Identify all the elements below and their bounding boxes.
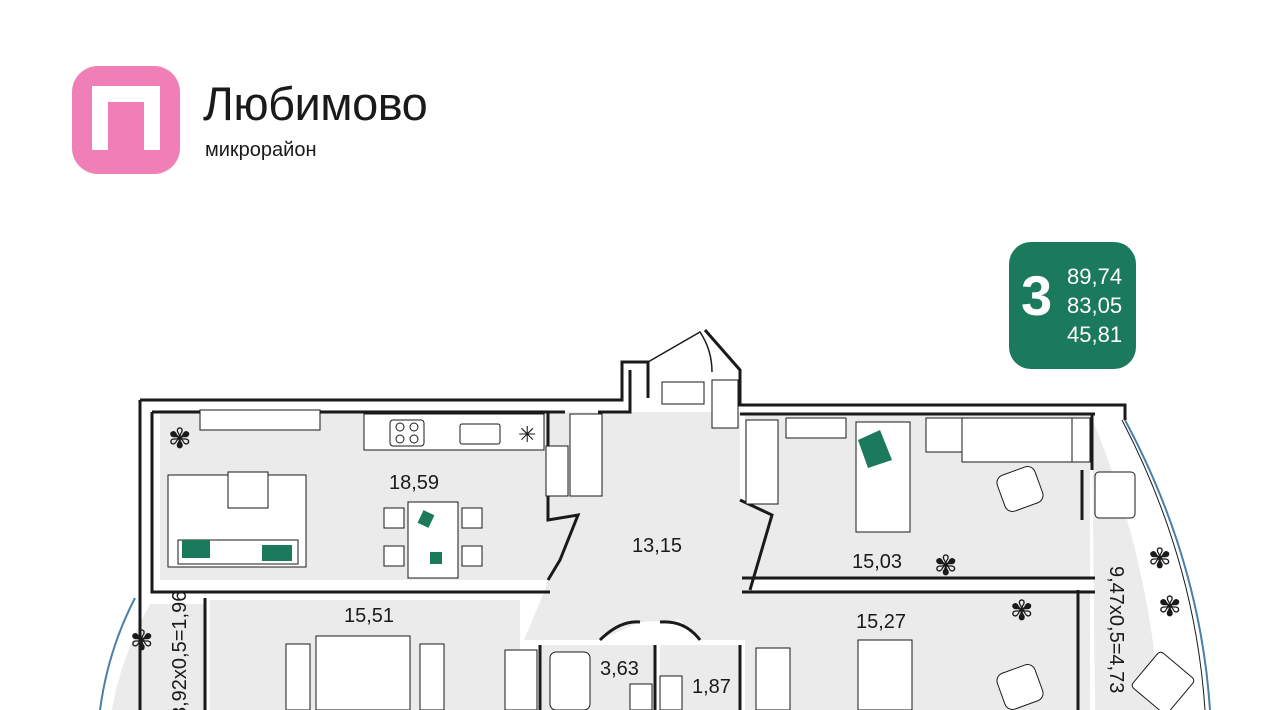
room-area-living-bottom: 15,51 — [344, 605, 394, 627]
bookshelf-icon — [785, 417, 847, 439]
entrance-door — [647, 330, 713, 373]
stove-icon — [389, 419, 425, 447]
wardrobe-icon — [569, 413, 603, 497]
balcony-chair-icon — [1131, 651, 1195, 710]
nightstand-icon — [925, 417, 963, 453]
sink-icon — [629, 683, 653, 710]
wardrobe-icon — [504, 649, 538, 710]
plant-icon: ✾ — [1010, 595, 1033, 626]
brand-name: Любимово — [203, 77, 428, 130]
sink-icon — [459, 423, 501, 445]
pillow-icon — [182, 540, 210, 558]
room-area-bedroom-top: 15,03 — [852, 551, 902, 573]
slippers-icon — [661, 381, 705, 405]
living-area: 83,05 — [1067, 293, 1123, 318]
total-area: 89,74 — [1067, 264, 1123, 289]
balcony-left-floor — [112, 604, 205, 710]
shoe-rack-icon — [711, 379, 739, 429]
toilet-icon — [659, 675, 683, 710]
armchair-icon — [996, 664, 1044, 710]
plant-icon: ✾ — [1158, 591, 1181, 622]
armchair-icon — [227, 471, 269, 509]
wardrobe-icon — [755, 647, 791, 710]
room-area-bathroom: 3,63 — [600, 658, 639, 680]
balcony-chair-icon — [1094, 471, 1136, 519]
wardrobe-icon — [745, 419, 779, 505]
balcony-left-area: 3,92x0,5=1,96 — [169, 591, 191, 710]
room-area: 45,81 — [1067, 322, 1123, 347]
desk-icon — [961, 417, 1075, 463]
letter-l-logo-icon — [92, 86, 160, 150]
bed-icon — [315, 635, 411, 710]
apartment-badge: 3 89,74 83,05 45,81 — [1009, 242, 1136, 369]
bed-icon — [857, 639, 913, 710]
plant-icon: ✾ — [130, 625, 153, 656]
brand-logo — [72, 66, 180, 174]
plant-icon: ✾ — [934, 550, 957, 581]
plant-icon: ✾ — [1148, 543, 1171, 574]
walls — [138, 329, 1127, 710]
room-count: 3 — [1021, 264, 1053, 327]
plant-icon: ✾ — [168, 423, 191, 454]
room-area-hall: 13,15 — [632, 535, 682, 557]
brand-subtitle: микрорайон — [205, 139, 317, 161]
area-list: 89,74 83,05 45,81 — [1067, 262, 1122, 349]
balcony-right-edge — [1121, 419, 1206, 710]
room-area-kitchen: 18,59 — [389, 472, 439, 494]
snowflake-icon: ✳ — [518, 422, 536, 447]
room-area-wc: 1,87 — [692, 676, 731, 698]
room-area-bedroom-bottom: 15,27 — [856, 611, 906, 633]
dining-table-icon — [407, 501, 459, 579]
balcony-right-area: 9,47x0,5=4,73 — [1105, 566, 1127, 693]
balcony-right-rail — [1124, 419, 1211, 710]
pillow-icon — [262, 545, 292, 561]
bathtub-icon — [549, 651, 591, 710]
window-kitchen — [199, 409, 321, 431]
armchair-icon — [996, 466, 1044, 512]
balcony-left-rail — [99, 597, 136, 710]
